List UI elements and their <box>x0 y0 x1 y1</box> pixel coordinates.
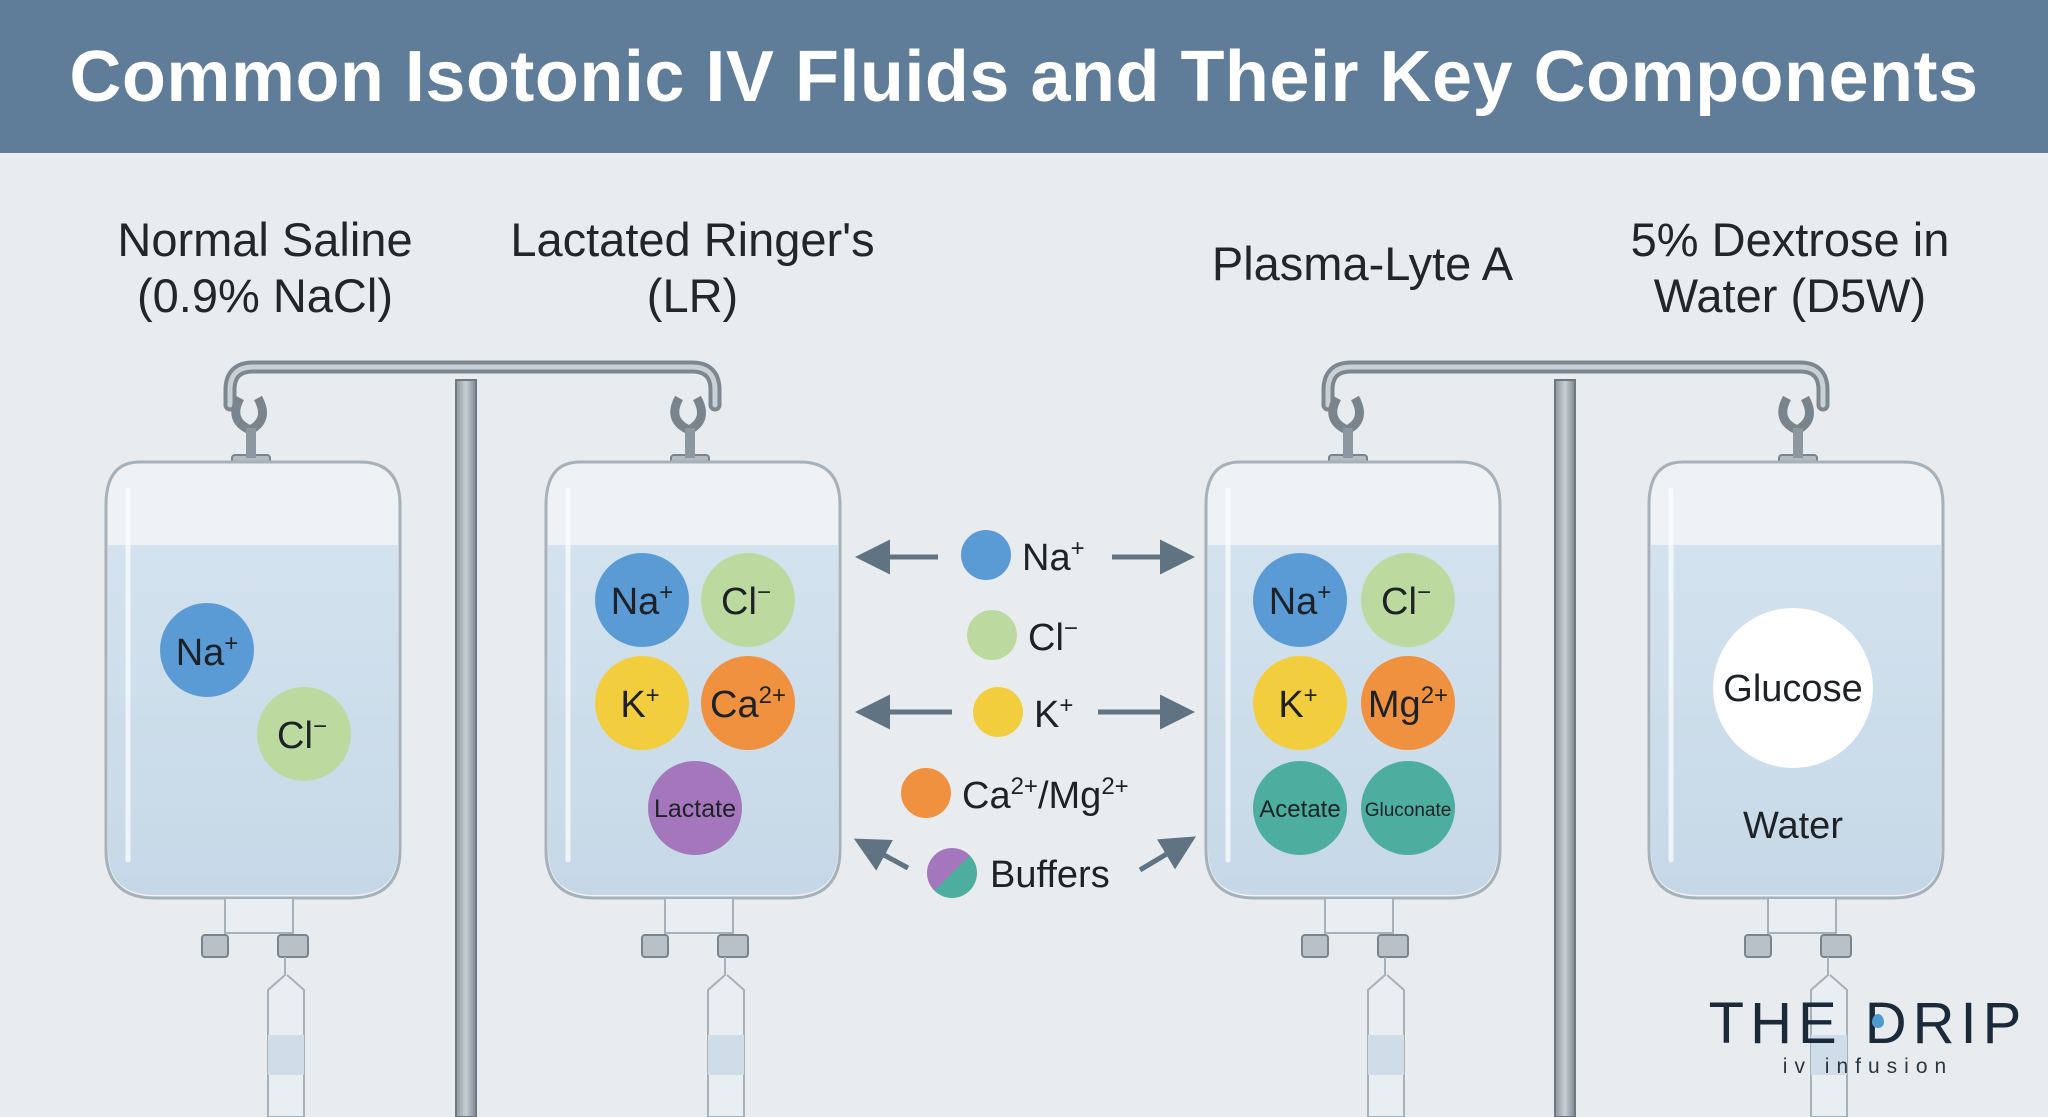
pl-chloride-ion: Cl− <box>1361 553 1455 647</box>
svg-text:Cl−: Cl− <box>1381 579 1431 623</box>
fluid-label-line: Lactated Ringer's <box>510 213 875 266</box>
pl-sodium-ion: Na+ <box>1253 553 1347 647</box>
svg-text:Ca2+/Mg2+: Ca2+/Mg2+ <box>962 773 1129 817</box>
ns-sodium-ion: Na+ <box>160 603 254 697</box>
ion-label: Cl <box>721 581 757 623</box>
svg-text:K+: K+ <box>620 682 659 726</box>
svg-text:Na+: Na+ <box>1269 579 1332 623</box>
legend-calcium-magnesium: Ca2+/Mg2+ <box>901 768 1129 818</box>
ion-charge: 2+ <box>759 682 786 709</box>
svg-text:K+: K+ <box>1278 682 1317 726</box>
ion-charge: − <box>313 713 327 740</box>
arrow-left-buffers <box>853 838 910 871</box>
pl-magnesium-ion: Mg2+ <box>1361 656 1455 750</box>
svg-text:Cl−: Cl− <box>721 579 771 623</box>
legend-label: Buffers <box>990 854 1110 896</box>
lr-potassium-ion: K+ <box>595 656 689 750</box>
legend-chloride: Cl− <box>967 610 1078 660</box>
legend-label: K <box>1034 694 1059 736</box>
ion-charge: 2+ <box>1421 682 1448 709</box>
svg-text:Na+: Na+ <box>176 630 239 674</box>
droplet-icon <box>1872 1014 1884 1028</box>
ns-chloride-ion: Cl− <box>257 687 351 781</box>
ion-label: Na <box>176 632 225 674</box>
svg-text:K+: K+ <box>1034 692 1073 736</box>
logo-tagline: iv infusion <box>1782 1055 1954 1078</box>
fluid-label-line: Normal Saline <box>117 213 413 266</box>
fluid-label-line: Plasma-Lyte A <box>1211 237 1514 290</box>
ion-label: Cl <box>277 715 313 757</box>
svg-text:Cl−: Cl− <box>1028 615 1078 659</box>
fluid-label-line: Water (D5W) <box>1653 269 1927 322</box>
iv-bag-normal-saline <box>104 395 402 1117</box>
logo-wordmark: THE DRIP <box>1708 991 2028 1056</box>
svg-text:Ca2+: Ca2+ <box>710 682 786 726</box>
iv-pole-left <box>455 379 477 1117</box>
legend-buffers: Buffers <box>927 848 1110 898</box>
svg-text:Cl−: Cl− <box>277 713 327 757</box>
ion-charge: + <box>1317 579 1331 606</box>
d5w-water-label: Water <box>1743 805 1843 847</box>
ion-label: Na <box>611 581 660 623</box>
legend-sodium: Na+ <box>961 530 1085 580</box>
ion-label: Lactate <box>654 795 736 823</box>
ion-charge: + <box>646 682 660 709</box>
legend-charge: 2+ <box>1101 773 1128 800</box>
page-title: Common Isotonic IV Fluids and Their Key … <box>69 36 1979 117</box>
legend-label: /Mg <box>1038 775 1101 817</box>
fluid-label-line: 5% Dextrose in <box>1630 213 1950 266</box>
legend-label: Ca <box>962 775 1011 817</box>
ion-charge: + <box>1304 682 1318 709</box>
fluid-label-line: (LR) <box>646 269 739 322</box>
legend: Na+ Cl− K+ Ca2+/Mg2+ Buffers <box>853 530 1197 898</box>
ion-charge: + <box>224 630 238 657</box>
arrow-right-buffers <box>1138 836 1197 873</box>
iv-bag-plasma-lyte <box>1204 395 1502 1117</box>
header-banner: Common Isotonic IV Fluids and Their Key … <box>0 0 2048 153</box>
ion-label: Acetate <box>1259 796 1340 823</box>
ion-label: K <box>1278 684 1303 726</box>
ion-label: K <box>620 684 645 726</box>
lr-sodium-ion: Na+ <box>595 553 689 647</box>
legend-label: Na <box>1022 537 1071 579</box>
ion-charge: − <box>757 579 771 606</box>
pl-gluconate-ion: Gluconate <box>1361 761 1455 855</box>
legend-charge: + <box>1059 692 1073 719</box>
ion-label: Mg <box>1368 684 1421 726</box>
svg-text:Na+: Na+ <box>1022 535 1085 579</box>
pl-acetate-ion: Acetate <box>1253 761 1347 855</box>
pl-potassium-ion: K+ <box>1253 656 1347 750</box>
svg-text:Mg2+: Mg2+ <box>1368 682 1448 726</box>
iv-pole-right <box>1554 379 1576 1117</box>
legend-label: Cl <box>1028 617 1064 659</box>
fluid-label-plasma-lyte: Plasma-Lyte A <box>1170 236 1555 292</box>
legend-charge: − <box>1064 615 1078 642</box>
lr-lactate-ion: Lactate <box>648 761 742 855</box>
legend-charge: 2+ <box>1011 773 1038 800</box>
ion-label: Gluconate <box>1365 800 1452 821</box>
legend-potassium: K+ <box>973 687 1073 737</box>
svg-text:Na+: Na+ <box>611 579 674 623</box>
fluid-label-normal-saline: Normal Saline (0.9% NaCl) <box>80 212 450 324</box>
fluid-label-lactated-ringers: Lactated Ringer's (LR) <box>480 212 905 324</box>
ion-charge: + <box>659 579 673 606</box>
iv-bag-lactated-ringers <box>544 395 842 1117</box>
ion-label: Ca <box>710 684 759 726</box>
glucose-label: Glucose <box>1723 668 1862 710</box>
legend-charge: + <box>1071 535 1085 562</box>
fluid-label-d5w: 5% Dextrose in Water (D5W) <box>1590 212 1990 324</box>
lr-calcium-ion: Ca2+ <box>701 656 795 750</box>
ion-label: Na <box>1269 581 1318 623</box>
lr-chloride-ion: Cl− <box>701 553 795 647</box>
brand-logo: THE DRIP iv infusion <box>1708 990 2028 1079</box>
fluid-label-line: (0.9% NaCl) <box>137 269 393 322</box>
ion-label: Cl <box>1381 581 1417 623</box>
d5w-glucose: Glucose <box>1713 608 1873 768</box>
ion-charge: − <box>1417 579 1431 606</box>
